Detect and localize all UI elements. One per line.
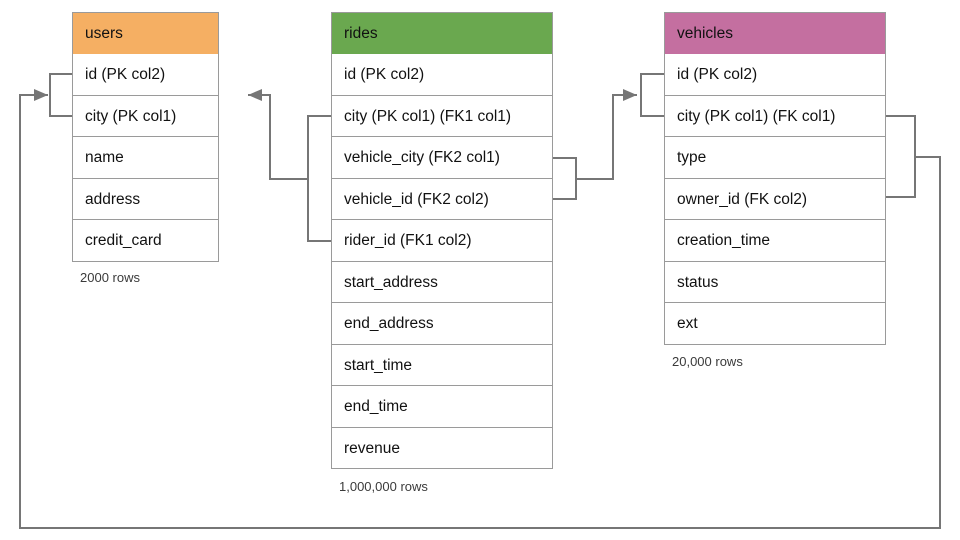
table-users-header: users <box>72 12 219 54</box>
table-vehicles-column[interactable]: id (PK col2) <box>664 54 886 96</box>
table-vehicles-column[interactable]: status <box>664 261 886 303</box>
table-rides-column[interactable]: revenue <box>331 427 553 469</box>
table-users-column[interactable]: address <box>72 178 219 220</box>
vehicles-fk-loop-path <box>19 94 941 529</box>
table-users-column[interactable]: name <box>72 137 219 179</box>
table-users-column[interactable]: id (PK col2) <box>72 54 219 96</box>
table-users-column[interactable]: city (PK col1) <box>72 95 219 137</box>
rides-fk1-arrowhead <box>248 89 262 101</box>
table-vehicles-column[interactable]: ext <box>664 303 886 345</box>
rides-fk2-arrowhead <box>623 89 637 101</box>
rides-fk1-bracket <box>307 115 331 242</box>
table-rides-header: rides <box>331 12 553 54</box>
table-rides-column[interactable]: end_time <box>331 386 553 428</box>
table-rides-column[interactable]: end_address <box>331 303 553 345</box>
table-vehicles-column[interactable]: owner_id (FK col2) <box>664 178 886 220</box>
vehicles-fk-bracket <box>886 115 916 198</box>
table-rides-column[interactable]: start_address <box>331 261 553 303</box>
table-rides-column[interactable]: rider_id (FK1 col2) <box>331 220 553 262</box>
table-users-column[interactable]: credit_card <box>72 220 219 262</box>
rides-fk2-path <box>576 94 637 180</box>
vehicles-fk-arrowhead <box>34 89 48 101</box>
table-vehicles-column[interactable]: type <box>664 137 886 179</box>
table-rides-rowcount: 1,000,000 rows <box>339 479 428 494</box>
table-rides-column[interactable]: id (PK col2) <box>331 54 553 96</box>
table-vehicles-column[interactable]: city (PK col1) (FK col1) <box>664 95 886 137</box>
table-vehicles[interactable]: vehicles id (PK col2) city (PK col1) (FK… <box>664 12 886 345</box>
table-rides-column[interactable]: city (PK col1) (FK1 col1) <box>331 95 553 137</box>
table-vehicles-column[interactable]: creation_time <box>664 220 886 262</box>
table-users-rowcount: 2000 rows <box>80 270 140 285</box>
table-vehicles-header: vehicles <box>664 12 886 54</box>
vehicles-left-bracket <box>640 73 664 117</box>
rides-fk1-path <box>248 94 308 180</box>
table-rides-column[interactable]: vehicle_id (FK2 col2) <box>331 178 553 220</box>
table-rides[interactable]: rides id (PK col2) city (PK col1) (FK1 c… <box>331 12 553 469</box>
table-users[interactable]: users id (PK col2) city (PK col1) name a… <box>72 12 219 262</box>
table-rides-column[interactable]: vehicle_city (FK2 col1) <box>331 137 553 179</box>
table-vehicles-rowcount: 20,000 rows <box>672 354 743 369</box>
users-left-bracket <box>49 73 72 117</box>
rides-fk2-bracket <box>553 157 577 200</box>
table-rides-column[interactable]: start_time <box>331 344 553 386</box>
